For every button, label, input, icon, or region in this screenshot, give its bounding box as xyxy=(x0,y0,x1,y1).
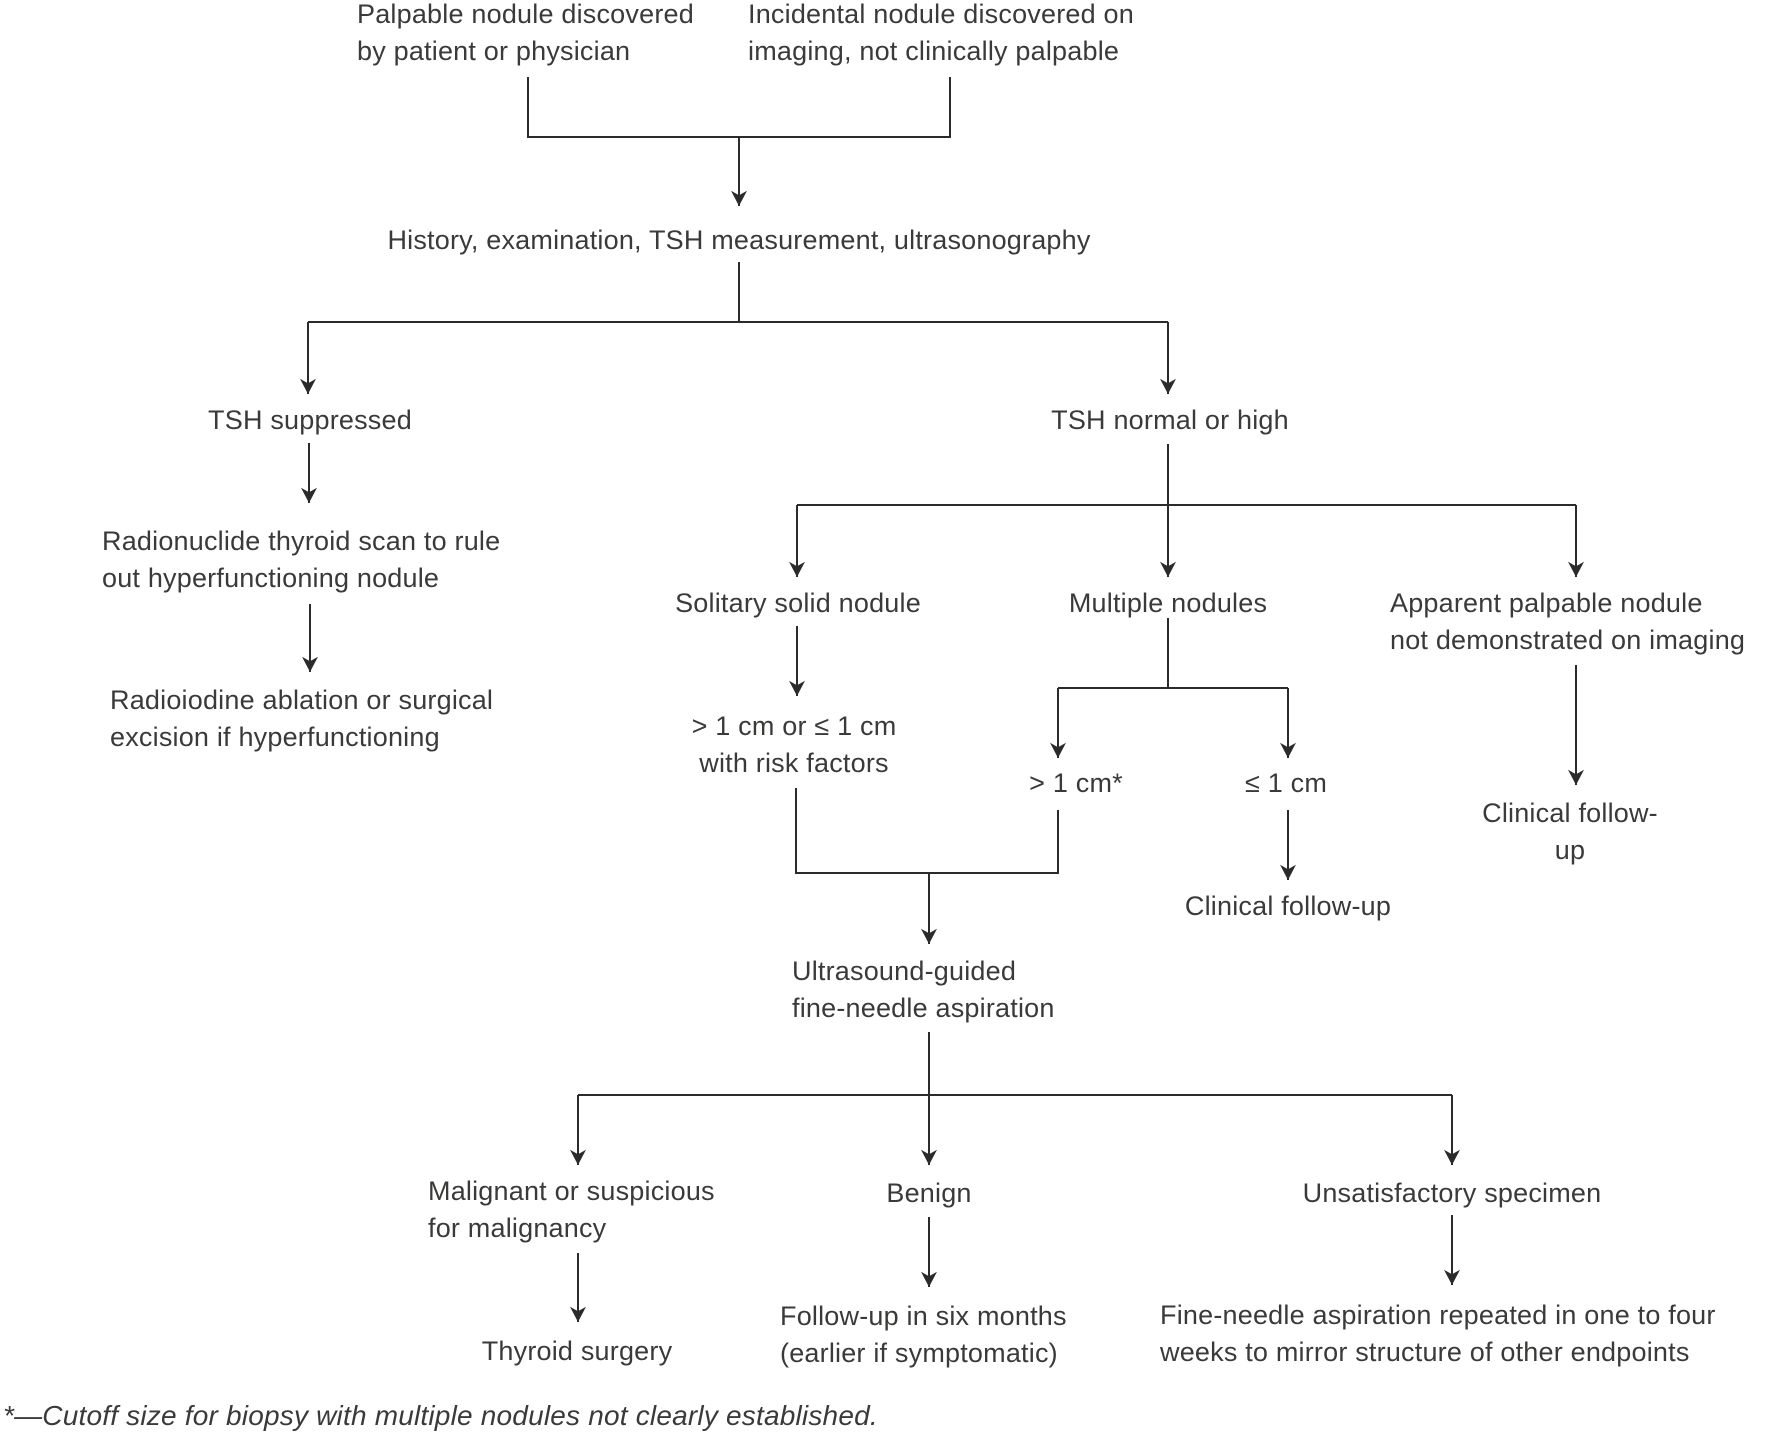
connector-fna-branch xyxy=(578,1032,1452,1096)
node-workup: History, examination, TSH measurement, u… xyxy=(387,225,1091,255)
node-multiple-nodules: Multiple nodules xyxy=(1068,588,1268,618)
node-radionuclide-scan: Radionuclide thyroid scan to rule out hy… xyxy=(102,526,501,593)
node-apparent-palpable-nodule: Apparent palpable nodule not demonstrate… xyxy=(1390,588,1746,655)
node-fna-repeat: Fine-needle aspiration repeated in one t… xyxy=(1160,1300,1716,1367)
node-thyroid-surgery: Thyroid surgery xyxy=(481,1336,673,1366)
node-benign: Benign xyxy=(886,1178,972,1208)
footnote-cutoff-size: *—Cutoff size for biopsy with multiple n… xyxy=(3,1400,878,1431)
connector-multiple-branch xyxy=(1058,618,1288,689)
node-clinical-followup-le1cm: Clinical follow-up xyxy=(1184,891,1392,921)
connector-tsh-branch xyxy=(308,262,1168,323)
node-size-criteria: > 1 cm or ≤ 1 cm with risk factors xyxy=(691,711,897,778)
node-radioiodine-ablation: Radioiodine ablation or surgical excisio… xyxy=(110,685,494,752)
node-incidental-source: Incidental nodule discovered on imaging,… xyxy=(748,0,1134,66)
node-tsh-normal-or-high: TSH normal or high xyxy=(1051,405,1289,435)
connector-normal-branch xyxy=(797,444,1576,506)
node-gt-1cm: > 1 cm* xyxy=(1029,768,1123,798)
node-clinical-followup-apparent: Clinical follow-up xyxy=(1482,798,1658,865)
node-malignant: Malignant or suspicious for malignancy xyxy=(428,1176,715,1243)
node-le-1cm: ≤ 1 cm xyxy=(1244,768,1328,798)
node-fna: Ultrasound-guided fine-needle aspiration xyxy=(792,956,1055,1023)
node-solitary-solid-nodule: Solitary solid nodule xyxy=(675,588,921,618)
connector-fna-merge xyxy=(795,788,1059,874)
node-benign-followup: Follow-up in six months (earlier if symp… xyxy=(780,1301,1067,1368)
node-unsatisfactory: Unsatisfactory specimen xyxy=(1302,1178,1602,1208)
node-tsh-suppressed: TSH suppressed xyxy=(208,405,412,435)
connector-sources-bracket xyxy=(527,77,951,138)
node-palpable-source: Palpable nodule discovered by patient or… xyxy=(357,0,694,66)
